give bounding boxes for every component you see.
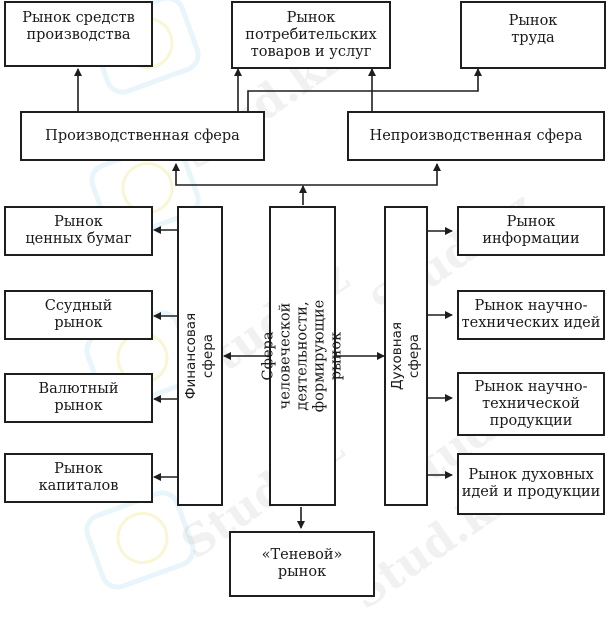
box-label: Рынок научно- технических идей (461, 298, 601, 331)
box-label: Валютный рынок (38, 381, 119, 414)
box-label: Рынок ценных бумаг (25, 214, 132, 247)
market-structure-diagram: Stud.kz Stud.kz Stud.kz Stud.kz Stud.kz … (0, 0, 609, 600)
box-production-sphere: Производственная сфера (20, 111, 265, 161)
box-spiritual-sphere: Духовная сфера (384, 206, 428, 506)
box-label: Рынок средств производства (22, 10, 135, 43)
box-label: Ссудный рынок (44, 298, 113, 331)
box-label: Рынок научно- технической продукции (474, 378, 588, 429)
box-label: Рынок капиталов (38, 461, 119, 494)
box-label: Сфера человеческой деятельности, формиру… (260, 299, 344, 413)
box-currency-market: Валютный рынок (4, 373, 153, 423)
box-loan-market: Ссудный рынок (4, 290, 153, 340)
box-label: Финансовая сфера (183, 312, 216, 400)
box-central-human-activity-sphere: Сфера человеческой деятельности, формиру… (260, 206, 344, 506)
arrow-to-nonproduction-sphere (303, 163, 441, 186)
box-label: Рынок информации (482, 214, 580, 247)
connector-lines (74, 68, 482, 529)
box-securities-market: Рынок ценных бумаг (4, 206, 153, 256)
box-label: Рынок потребительских товаров и услуг (245, 9, 377, 60)
box-label: Производственная сфера (45, 127, 240, 144)
box-label: Духовная сфера (389, 322, 422, 390)
box-label: Рынок духовных идей и продукции (461, 467, 601, 500)
box-shadow-market: «Теневой» рынок (229, 531, 375, 597)
box-financial-sphere: Финансовая сфера (177, 206, 223, 506)
box-label: Непроизводственная сфера (369, 127, 583, 144)
box-spiritual-ideas-market: Рынок духовных идей и продукции (457, 453, 605, 515)
box-consumer-goods-market: Рынок потребительских товаров и услуг (231, 1, 391, 69)
box-labor-market: Рынок труда (460, 1, 606, 69)
arrow-production-to-labor (247, 68, 482, 111)
arrow-to-production-sphere (172, 163, 303, 186)
box-information-market: Рынок информации (457, 206, 605, 256)
box-label: «Теневой» рынок (261, 547, 343, 580)
box-capital-market: Рынок капиталов (4, 453, 153, 503)
box-non-production-sphere: Непроизводственная сфера (347, 111, 605, 161)
box-sci-tech-ideas-market: Рынок научно- технических идей (457, 290, 605, 340)
box-means-of-production-market: Рынок средств производства (4, 1, 153, 67)
box-label: Рынок труда (508, 13, 558, 46)
box-sci-tech-products-market: Рынок научно- технической продукции (457, 372, 605, 436)
